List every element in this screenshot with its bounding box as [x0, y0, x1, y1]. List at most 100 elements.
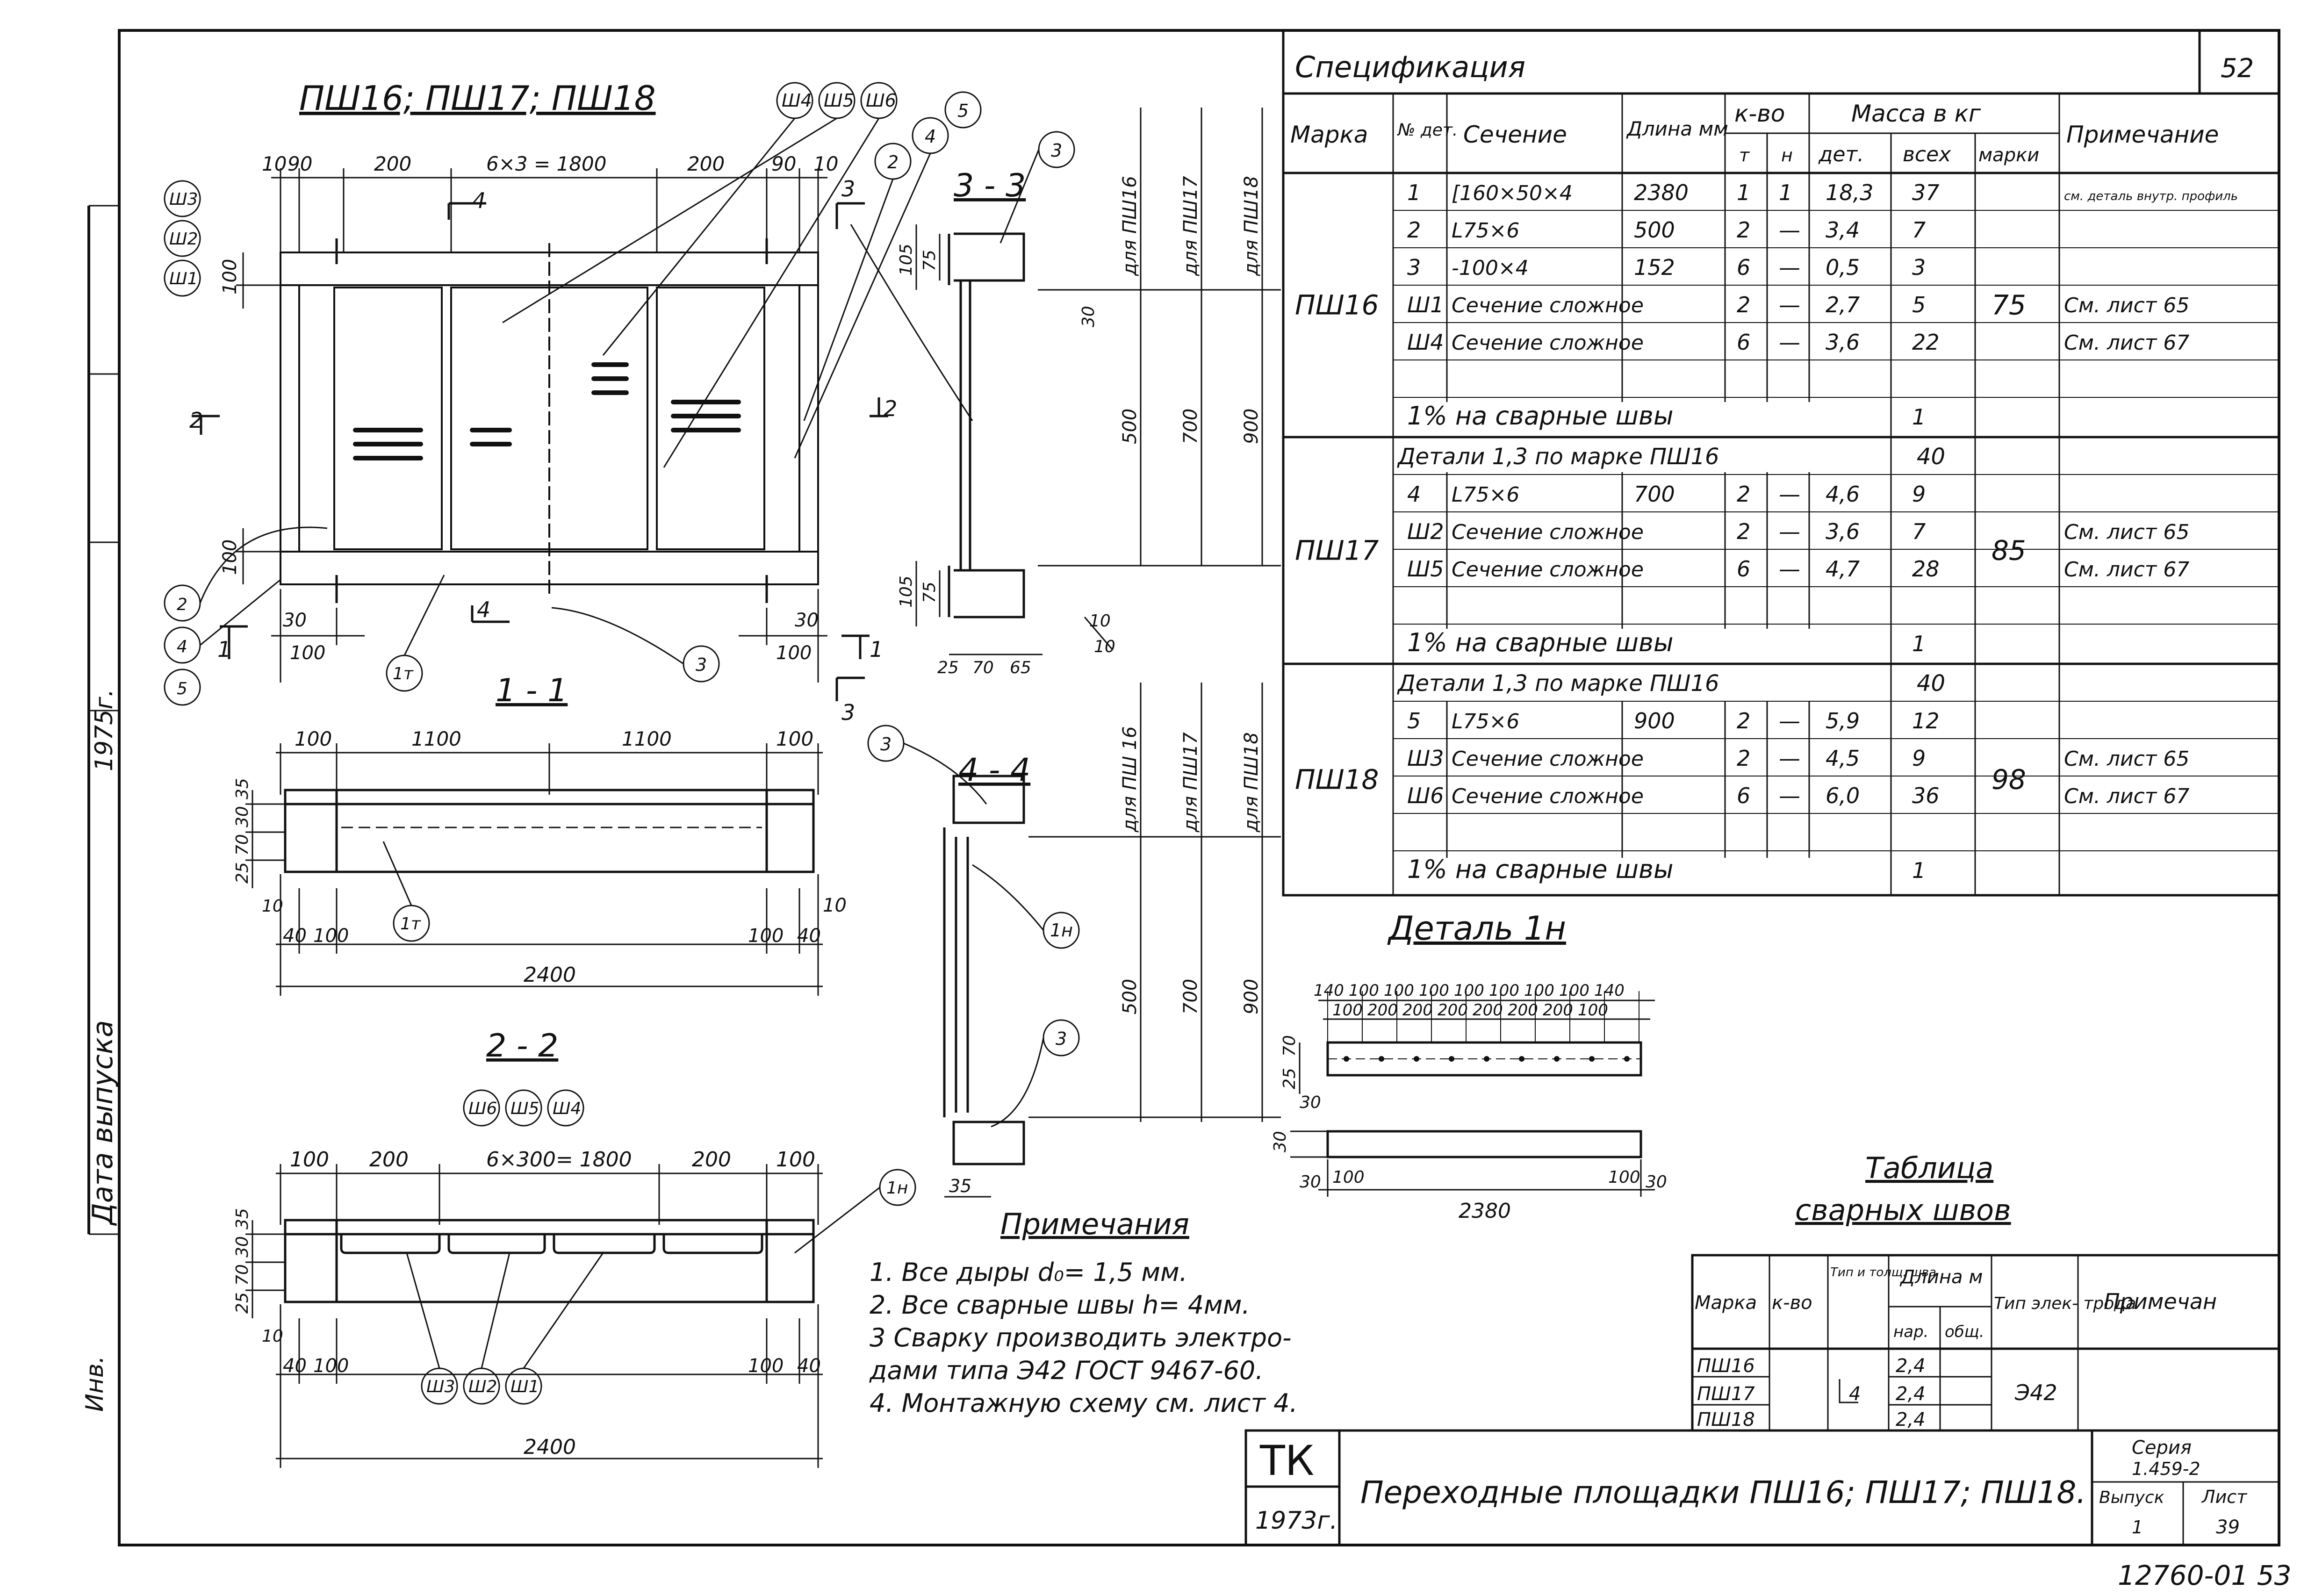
spec-row-section: Сечение сложное — [1452, 331, 1644, 355]
spec-row-note: см. деталь внутр. профиль — [2064, 189, 2238, 203]
detail-dim-left-4: 30 — [1271, 1131, 1290, 1152]
spec-row-t: 2 — [1737, 708, 1750, 733]
sec2-dim-bottom-3: 100 — [748, 1355, 784, 1377]
cut-mark-4a: 4 — [472, 188, 486, 213]
vdim-lower-label-16: для ПШ 16 — [1119, 726, 1141, 833]
plan-dim-top-5: 200 — [687, 152, 725, 175]
vdim-lower-700: 700 — [1180, 979, 1201, 1014]
spec-row-mass-all: 5 — [1912, 292, 1926, 317]
detail-dim-top-1: 100 — [1454, 981, 1484, 1000]
sec1-dim-left-1: 35 — [233, 778, 252, 799]
callout-5-top: 5 — [957, 101, 969, 121]
spec-weld-0: 1% на сварные швы — [1407, 401, 1673, 431]
callout-sh5-top: Ш5 — [824, 90, 854, 111]
detail-hole — [1484, 1056, 1489, 1062]
callout-2-top: 2 — [887, 152, 899, 173]
spec-row-mass-all: 9 — [1912, 746, 1926, 771]
callout-4-top: 4 — [925, 126, 936, 147]
spec-row-h: — — [1779, 556, 1800, 582]
detail-dim-top-1: 100 — [1349, 981, 1379, 1000]
spec-row-n: 3 — [1407, 255, 1421, 280]
spec-row-t: 2 — [1737, 292, 1750, 317]
spec-row-t: 6 — [1737, 556, 1750, 582]
sec3-dim-65: 65 — [1010, 658, 1031, 677]
margin-year: 1975г. — [90, 689, 118, 771]
detail-hole — [1449, 1056, 1454, 1062]
sec3-dim-25: 25 — [937, 658, 959, 677]
weld-row-marka-3: ПШ18 — [1697, 1409, 1755, 1431]
plan-dim-top-4: 6×3 = 1800 — [486, 152, 606, 175]
detail-dim-top-1: 100 — [1524, 981, 1554, 1000]
weld-type-value: 4 — [1849, 1383, 1861, 1405]
sec1-dim-bottom-2: 100 — [313, 925, 349, 947]
sec2-dim-left-4: 25 — [233, 1292, 252, 1314]
weld-row-marka-2: ПШ17 — [1697, 1383, 1755, 1405]
sec1-dim-left-2: 30 — [233, 806, 252, 827]
spec-row-t: 6 — [1737, 783, 1750, 808]
cut-mark-1a: 1 — [217, 637, 231, 662]
spec-row-h: — — [1779, 482, 1800, 507]
series-label: Серия — [2132, 1437, 2192, 1459]
callout-sh6-top: Ш6 — [866, 90, 896, 111]
spec-row-n: Ш5 — [1407, 556, 1444, 582]
callout-sh3-left: Ш3 — [169, 190, 198, 209]
sec2-dim-top-4: 200 — [692, 1148, 731, 1172]
cut-mark-3a: 3 — [841, 176, 855, 201]
note-2: 2. Все сварные швы h= 4мм. — [870, 1290, 1250, 1320]
note-1: 1. Все дыры d₀= 1,5 мм. — [870, 1258, 1187, 1287]
spec-row-mass-det: 3,6 — [1826, 519, 1860, 544]
weld-electrode-value: Э42 — [2014, 1380, 2057, 1405]
sec3-dim-75a: 75 — [920, 250, 939, 271]
detail-dim-top-1: 140 — [1594, 981, 1625, 1000]
spec-row-section: Сечение сложное — [1452, 747, 1644, 771]
detail-hole — [1624, 1056, 1630, 1062]
plan-dim-top-7: 10 — [813, 152, 838, 175]
plan-dim-bottom-1: 30 — [283, 610, 307, 631]
detail-dim-bottom-2: 100 — [1332, 1168, 1365, 1187]
spec-row-mass-all: 22 — [1912, 330, 1940, 355]
sec2-dim-left-3: 70 — [233, 1264, 252, 1286]
specification-table: Спецификация 52 Марка № дет. Сечение Дли… — [1282, 29, 2280, 897]
note-5: 4. Монтажную схему см. лист 4. — [870, 1388, 1298, 1418]
sec1-dim-bottom-1: 40 — [283, 925, 307, 947]
spec-row-mass-all: 28 — [1912, 556, 1940, 582]
cut-mark-2a: 2 — [189, 408, 203, 433]
section-1-1: 1 - 1 100 1100 1100 100 — [233, 672, 847, 996]
sec2-callout-sh2: Ш2 — [468, 1377, 497, 1396]
plan-slots — [353, 362, 741, 460]
sec2-callout-sh1: Ш1 — [510, 1377, 539, 1396]
vertical-dims-upper: для ПШ16 для ПШ17 для ПШ18 500 700 900 — [1038, 108, 1281, 567]
section-4-4-title: 4 - 4 — [958, 752, 1030, 789]
spec-weld-all-2: 1 — [1912, 858, 1926, 883]
spec-row-n: 2 — [1407, 217, 1421, 243]
detail-dim-left-2: 70 — [1280, 1035, 1299, 1057]
spec-row-mass-det: 0,5 — [1826, 255, 1860, 280]
callout-sh2-left: Ш2 — [169, 230, 198, 249]
spec-row-section: -100×4 — [1452, 256, 1529, 280]
spec-row-section: L75×6 — [1452, 710, 1519, 733]
series-value: 1.459-2 — [2132, 1459, 2200, 1479]
spec-row-mass-det: 2,7 — [1826, 292, 1860, 317]
spec-subheader-2: Детали 1,3 по марке ПШ16 — [1397, 670, 1719, 697]
spec-row-t: 6 — [1737, 330, 1750, 355]
detail-length: 2380 — [1459, 1199, 1511, 1223]
spec-weld-1: 1% на сварные швы — [1407, 628, 1673, 657]
spec-subheader-all-1: 40 — [1917, 444, 1945, 470]
spec-row-t: 2 — [1737, 217, 1750, 243]
note-4: дами типа Э42 ГОСТ 9467-60. — [869, 1356, 1263, 1385]
issue-label: Выпуск — [2099, 1488, 2164, 1507]
callout-5-left: 5 — [177, 679, 187, 698]
plan-dim-top-1: 10 — [262, 152, 287, 175]
sec1-dim-bottom-3: 100 — [748, 925, 784, 947]
sec1-dim-top-2: 1100 — [411, 727, 461, 750]
vdim-upper-label-17: для ПШ17 — [1180, 176, 1201, 276]
spec-h-note: Примечание — [2066, 121, 2219, 148]
spec-row-h: — — [1779, 519, 1800, 544]
detail-hole — [1519, 1056, 1524, 1062]
title-block: ТК 1973г. Переходные площадки ПШ16; ПШ17… — [1244, 1429, 2280, 1546]
section-4-4: 4 - 4 35 3 1н 3 — [867, 725, 1080, 1198]
detail-dim-bottom-4: 30 — [1646, 1172, 1667, 1192]
footer-number: 12760-01 53 — [2118, 1560, 2291, 1591]
spec-row-mass-det: 3,6 — [1826, 330, 1860, 355]
